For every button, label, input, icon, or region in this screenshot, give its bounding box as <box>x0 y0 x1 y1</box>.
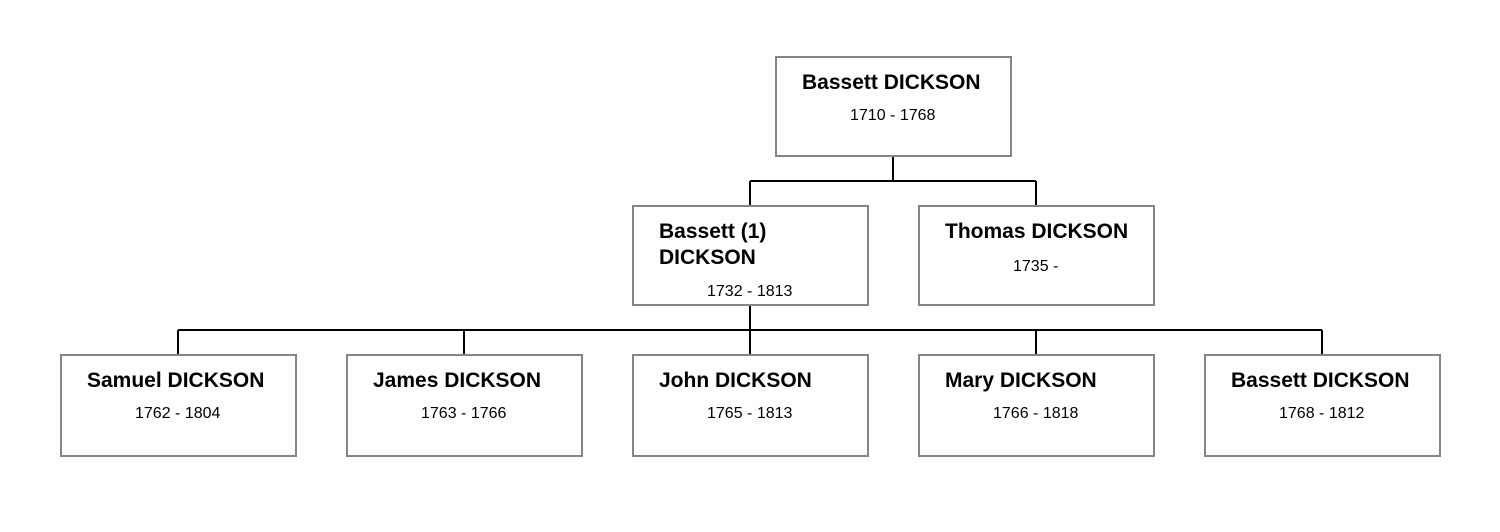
person-dates: 1732 - 1813 <box>707 283 793 300</box>
person-name: Thomas DICKSON <box>945 220 1129 243</box>
person-box-mary: Mary DICKSON 1766 - 1818 <box>918 354 1155 457</box>
person-dates: 1766 - 1818 <box>993 405 1079 422</box>
person-box-samuel: Samuel DICKSON 1762 - 1804 <box>60 354 297 457</box>
person-box-james: James DICKSON 1763 - 1766 <box>346 354 583 457</box>
person-dates: 1763 - 1766 <box>421 405 507 422</box>
person-name: John DICKSON <box>659 369 812 392</box>
person-dates: 1768 - 1812 <box>1279 405 1365 422</box>
person-box-john: John DICKSON 1765 - 1813 <box>632 354 869 457</box>
person-box-root: Bassett DICKSON 1710 - 1768 <box>775 56 1012 157</box>
person-dates: 1735 - <box>1013 258 1059 275</box>
person-name: James DICKSON <box>373 369 542 392</box>
person-dates: 1765 - 1813 <box>707 405 793 422</box>
person-name: Bassett (1) DICKSON <box>659 220 767 269</box>
person-name: Bassett DICKSON <box>1231 369 1410 392</box>
person-dates: 1710 - 1768 <box>850 107 936 124</box>
person-box-bassett-1: Bassett (1) DICKSON 1732 - 1813 <box>632 205 869 306</box>
person-name: Bassett DICKSON <box>802 71 981 94</box>
person-name: Samuel DICKSON <box>87 369 265 392</box>
person-box-thomas: Thomas DICKSON 1735 - <box>918 205 1155 306</box>
person-box-bassett-gen3: Bassett DICKSON 1768 - 1812 <box>1204 354 1441 457</box>
person-name: Mary DICKSON <box>945 369 1097 392</box>
person-dates: 1762 - 1804 <box>135 405 221 422</box>
